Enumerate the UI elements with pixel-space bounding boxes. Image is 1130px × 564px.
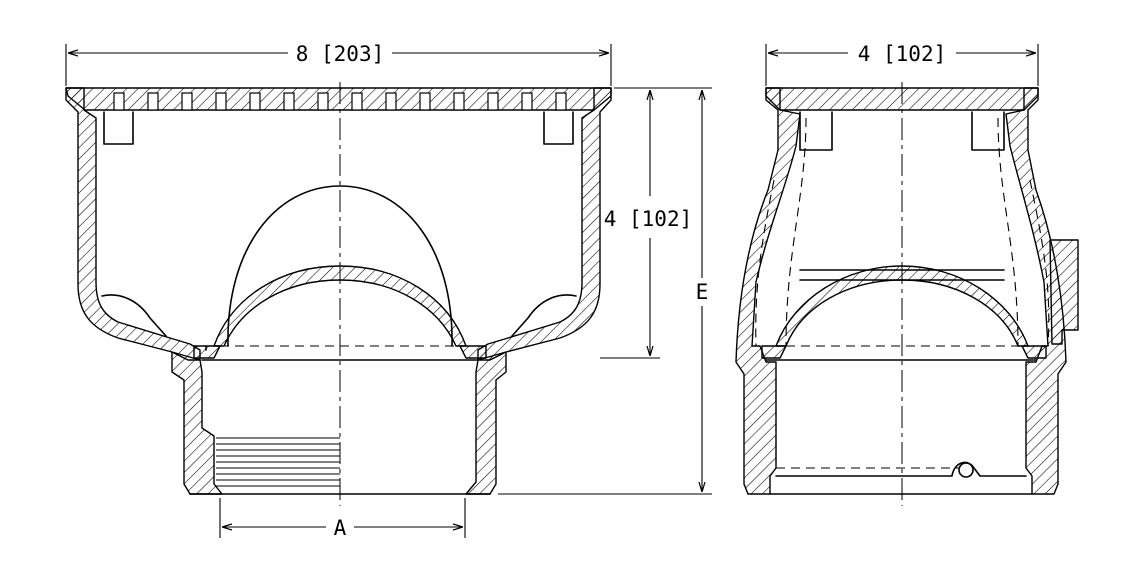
front-right-lug (543, 111, 574, 145)
overall-height-dimension: E (498, 87, 712, 495)
front-right-fillet (511, 294, 577, 337)
side-right-wall (1005, 87, 1067, 495)
front-view: 8 [203] 4 [102] E A (65, 42, 712, 540)
outlet-dimension: A (219, 498, 466, 540)
front-width-dimension: 8 [203] (65, 42, 612, 86)
front-seat-right (459, 345, 487, 359)
side-weep-hole (958, 462, 974, 478)
side-seat-right (1021, 345, 1047, 359)
front-strainer-grate (65, 87, 612, 111)
side-left-lug (799, 111, 833, 151)
side-width-dimension: 4 [102] (765, 42, 1039, 86)
front-dome-outline (227, 185, 453, 347)
body-height-label: 4 [102] (604, 207, 693, 231)
side-width-label: 4 [102] (858, 42, 947, 66)
front-threads (216, 437, 340, 487)
front-outlet-left-wall (171, 351, 223, 495)
outlet-label: A (334, 516, 347, 540)
front-left-lug (103, 111, 134, 145)
front-seat-left (193, 345, 221, 359)
front-left-fillet (101, 294, 167, 337)
side-right-lug (971, 111, 1005, 151)
side-seat-left (761, 345, 787, 359)
front-outlet-right-wall (465, 351, 507, 495)
side-boss (1049, 239, 1079, 345)
front-width-label: 8 [203] (296, 42, 385, 66)
body-height-dimension: 4 [102] (600, 87, 693, 359)
side-left-wall (735, 87, 801, 495)
overall-height-label: E (696, 280, 709, 304)
side-view: 4 [102] (735, 42, 1079, 506)
